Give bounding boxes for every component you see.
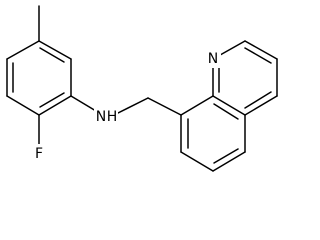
aromatic-bond <box>244 47 272 64</box>
label-background <box>94 108 118 126</box>
fluorine-label: F <box>35 146 43 162</box>
ch2-quinoline-bond <box>147 97 182 116</box>
bond <box>180 151 214 172</box>
aryl-amine-bond <box>70 95 97 112</box>
amine-ch2-bond <box>113 97 149 116</box>
aromatic-bond <box>39 47 65 63</box>
bond <box>212 95 246 116</box>
bond <box>180 95 214 116</box>
bond <box>244 95 278 116</box>
bond <box>244 40 278 60</box>
bond <box>6 95 40 116</box>
label-background <box>205 50 221 68</box>
bond <box>38 40 72 60</box>
chemical-structure-diagram: F N H N <box>6 5 278 172</box>
aromatic-bond <box>213 148 239 164</box>
amine-n-label: N <box>96 109 106 125</box>
aromatic-bond <box>213 103 239 120</box>
aryl-ring <box>6 40 72 116</box>
bond <box>6 40 40 60</box>
amine-h-label: H <box>107 109 118 125</box>
label-background <box>31 144 47 162</box>
bond <box>38 95 72 116</box>
bond <box>212 151 246 172</box>
aromatic-bond <box>244 91 272 109</box>
quinoline-n-label: N <box>208 51 218 67</box>
aromatic-bond <box>39 92 65 108</box>
quinoline-pyridine-ring <box>212 40 278 116</box>
quinoline-benzo-ring <box>180 95 246 172</box>
